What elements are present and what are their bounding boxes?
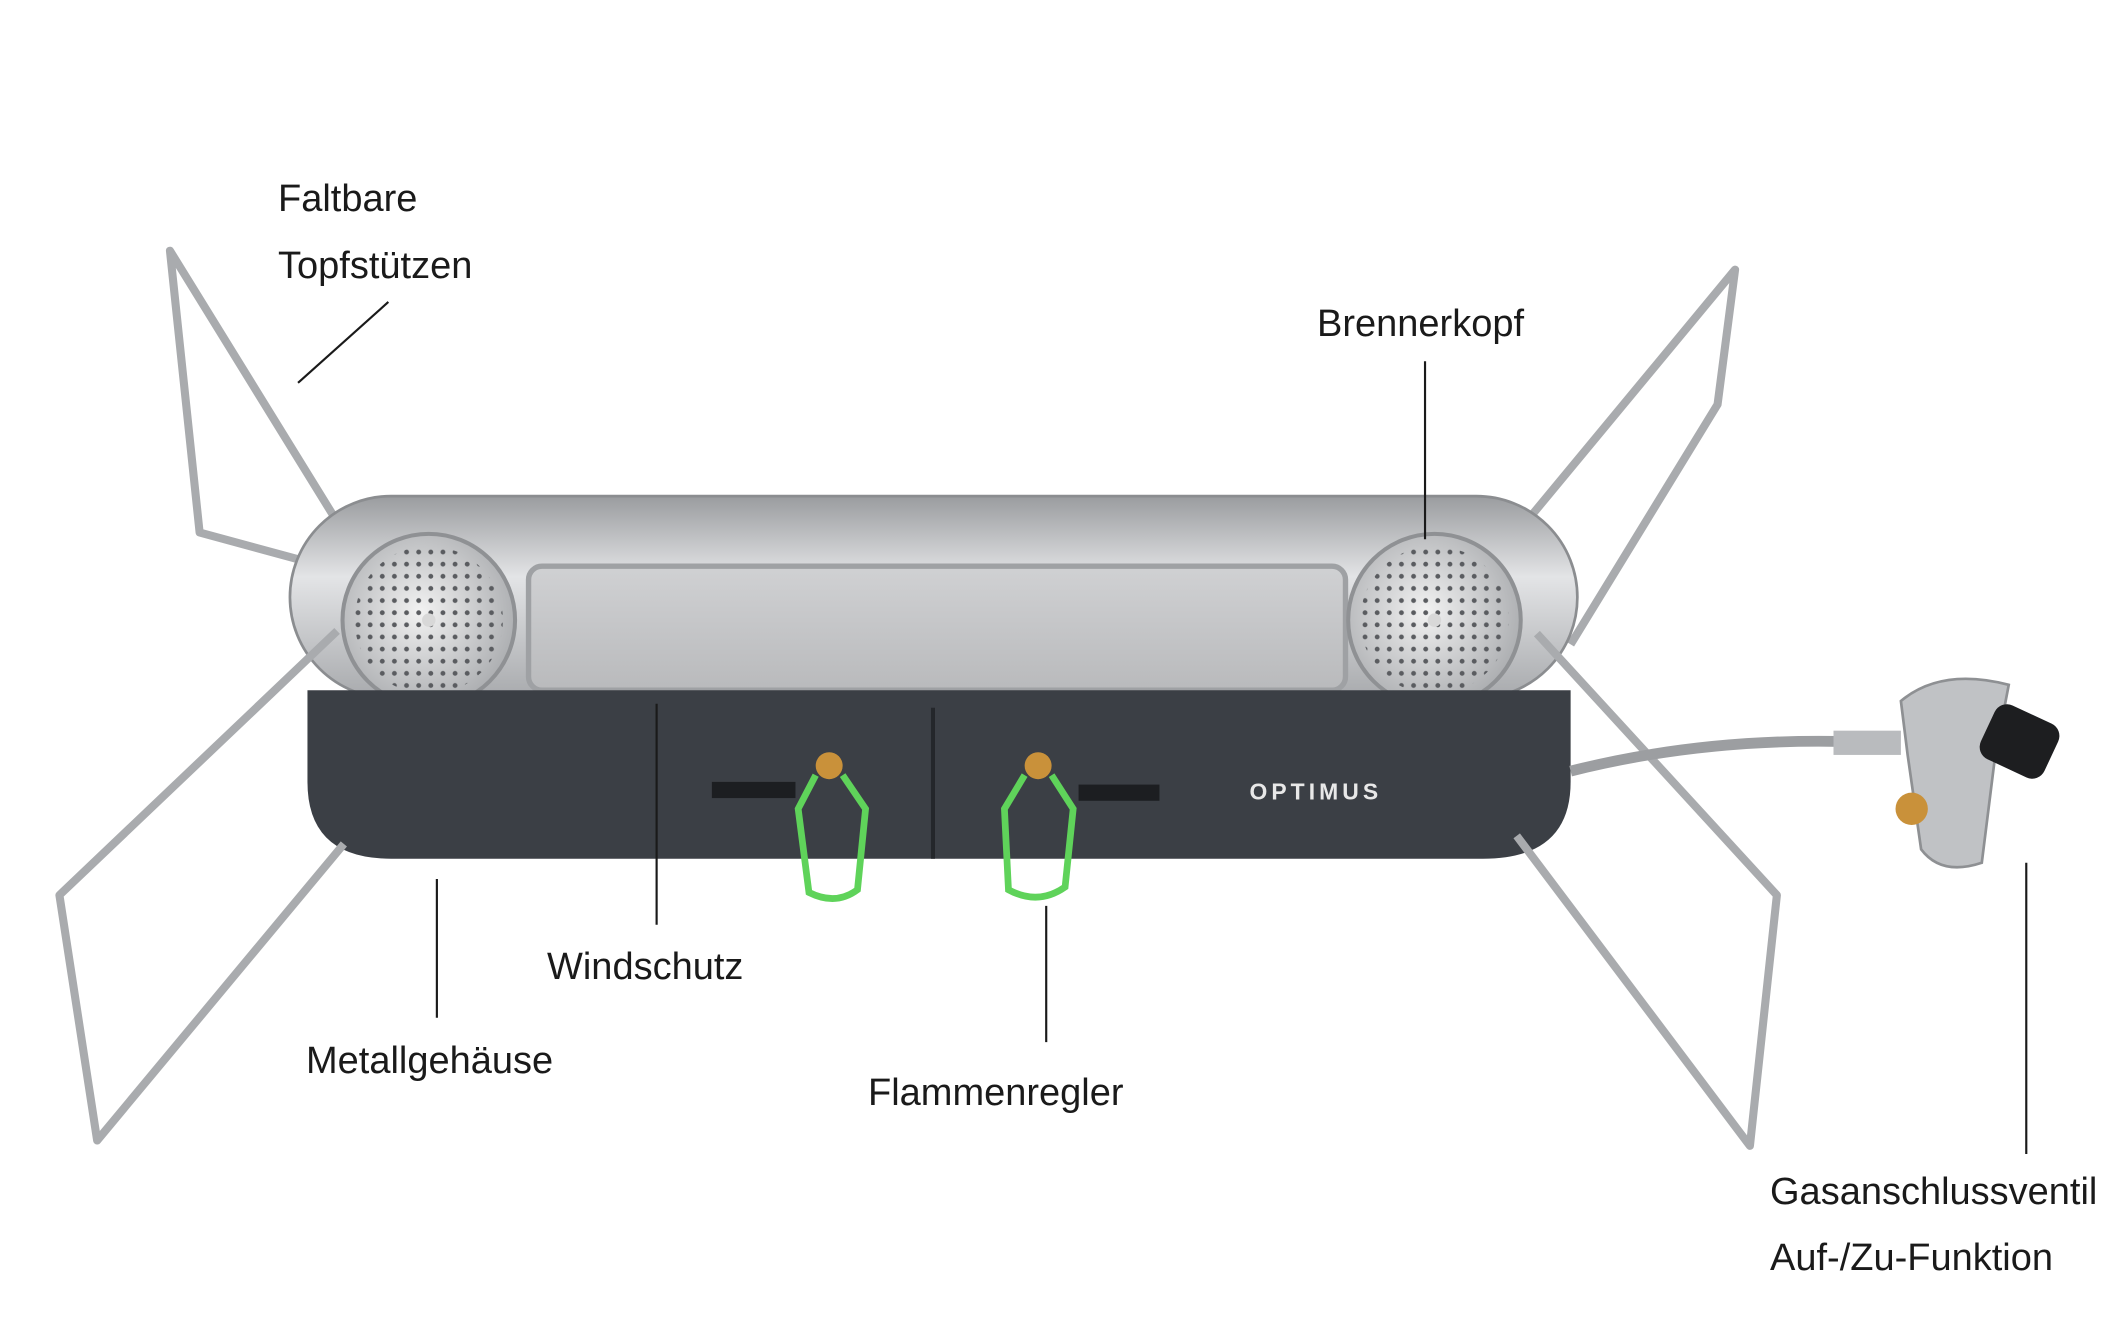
pot-support-right-bottom bbox=[1513, 630, 1781, 1150]
pot-support-left-top bbox=[165, 246, 352, 571]
label-windscreen: Windschutz bbox=[547, 946, 744, 988]
label-gas-valve-line1: Gasanschlussventil bbox=[1770, 1171, 2098, 1213]
valve-knob-icon bbox=[1979, 704, 2060, 779]
gas-valve[interactable] bbox=[1833, 677, 2063, 869]
leader-lines bbox=[297, 301, 2028, 1154]
pot-support-right-top bbox=[1517, 265, 1740, 647]
flame-regulator-right[interactable] bbox=[1001, 752, 1160, 901]
gas-hose bbox=[1569, 735, 1841, 777]
label-pot-supports-line1: Faltbare bbox=[278, 178, 418, 220]
label-flame-regulator: Flammenregler bbox=[868, 1072, 1124, 1114]
metal-housing bbox=[307, 690, 1571, 859]
burner-left bbox=[340, 531, 518, 709]
label-metal-housing: Metallgehäuse bbox=[306, 1040, 554, 1082]
brand-logo: OPTIMUS bbox=[1249, 778, 1382, 804]
windscreen bbox=[525, 563, 1349, 693]
pot-support-left-bottom bbox=[55, 627, 347, 1145]
label-gas-valve-line2: Auf-/Zu-Funktion bbox=[1770, 1237, 2053, 1279]
flame-regulator-left[interactable] bbox=[711, 752, 870, 902]
label-burner-head: Brennerkopf bbox=[1317, 303, 1525, 345]
burner-right bbox=[1346, 531, 1523, 709]
label-pot-supports-line2: Topfstützen bbox=[278, 245, 473, 287]
